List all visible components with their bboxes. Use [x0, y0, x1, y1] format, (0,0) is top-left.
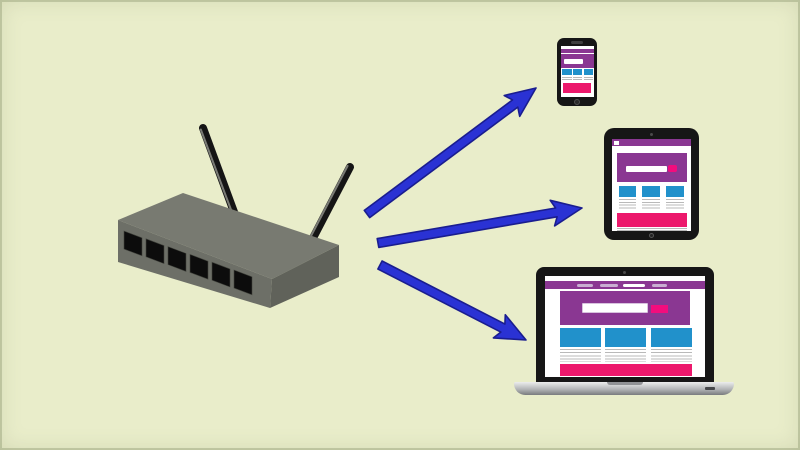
wifi-signal-arrows [363, 87, 583, 341]
wifi-arrow-to-tablet [376, 199, 583, 249]
text-lines [618, 199, 637, 210]
antenna-highlight [199, 128, 233, 212]
webpage-hero [616, 153, 687, 182]
webpage-content-blocks [562, 69, 594, 76]
router-side-face [270, 245, 339, 308]
antenna-highlight [310, 164, 349, 237]
antenna-icon-right [309, 163, 354, 242]
search-button [667, 165, 677, 173]
phone-screen [560, 46, 594, 97]
webpage-footer-banner [616, 213, 687, 227]
content-block [642, 186, 661, 198]
webpage-search-field [581, 303, 649, 314]
text-lines [650, 349, 692, 362]
router-top-face [118, 193, 339, 279]
text-lines [605, 349, 647, 362]
nav-menu-item [651, 283, 667, 287]
laptop-lid-notch [607, 381, 643, 386]
camera-icon [650, 132, 653, 136]
webpage-bottom-text-lines [616, 227, 687, 231]
webpage-search-field [563, 58, 583, 64]
smartphone [557, 38, 597, 106]
content-block [605, 328, 647, 347]
webpage-hero [560, 290, 690, 325]
webpage-text-lines [618, 199, 684, 210]
text-lines [560, 349, 601, 362]
wifi-arrow-to-laptop [377, 260, 527, 341]
text-lines [573, 76, 583, 81]
ethernet-port [123, 230, 143, 257]
text-lines [666, 199, 684, 210]
search-button [650, 304, 669, 314]
content-block [584, 69, 594, 76]
content-block [650, 328, 692, 347]
webpage-navbar [545, 281, 705, 290]
browser-bar [612, 139, 691, 146]
router-antennas [199, 124, 354, 242]
webpage-text-lines [562, 76, 594, 81]
wifi-arrow-to-smartphone [363, 87, 537, 219]
ethernet-port [167, 246, 187, 272]
nav-menu-item [600, 283, 619, 287]
ethernet-port [189, 253, 209, 280]
laptop-screen [545, 276, 705, 377]
content-block [573, 69, 583, 76]
text-lines [562, 76, 572, 81]
webpage-text-lines [560, 349, 692, 362]
laptop-base [514, 381, 734, 395]
tablet-screen [612, 139, 691, 231]
phone-speaker [571, 41, 583, 44]
wireless-router [118, 193, 339, 308]
webpage-footer-banner [560, 364, 692, 376]
ethernet-port [233, 269, 253, 296]
antenna-icon-left [199, 124, 238, 216]
ethernet-port [145, 238, 165, 265]
text-lines [642, 199, 661, 210]
nav-menu-item [576, 283, 594, 287]
laptop-port [705, 386, 715, 390]
webpage-footer-banner [562, 83, 591, 93]
camera-icon [623, 270, 626, 274]
webpage-search-field [626, 165, 667, 172]
content-block [666, 186, 684, 198]
laptop [536, 267, 714, 382]
text-lines [584, 76, 594, 81]
tablet-home-button [648, 232, 654, 238]
phone-home-button [573, 98, 580, 105]
nav-menu-item-active [623, 283, 645, 287]
router-ports [123, 230, 253, 296]
webpage-header-bar [560, 48, 594, 53]
webpage-content-blocks [560, 328, 692, 347]
content-block [618, 186, 637, 198]
webpage-hero [560, 54, 594, 68]
content-block [562, 69, 572, 76]
url-box [614, 141, 619, 145]
tablet [604, 128, 699, 240]
ethernet-port [211, 261, 231, 288]
content-block [560, 328, 601, 347]
webpage-content-blocks [618, 186, 684, 198]
